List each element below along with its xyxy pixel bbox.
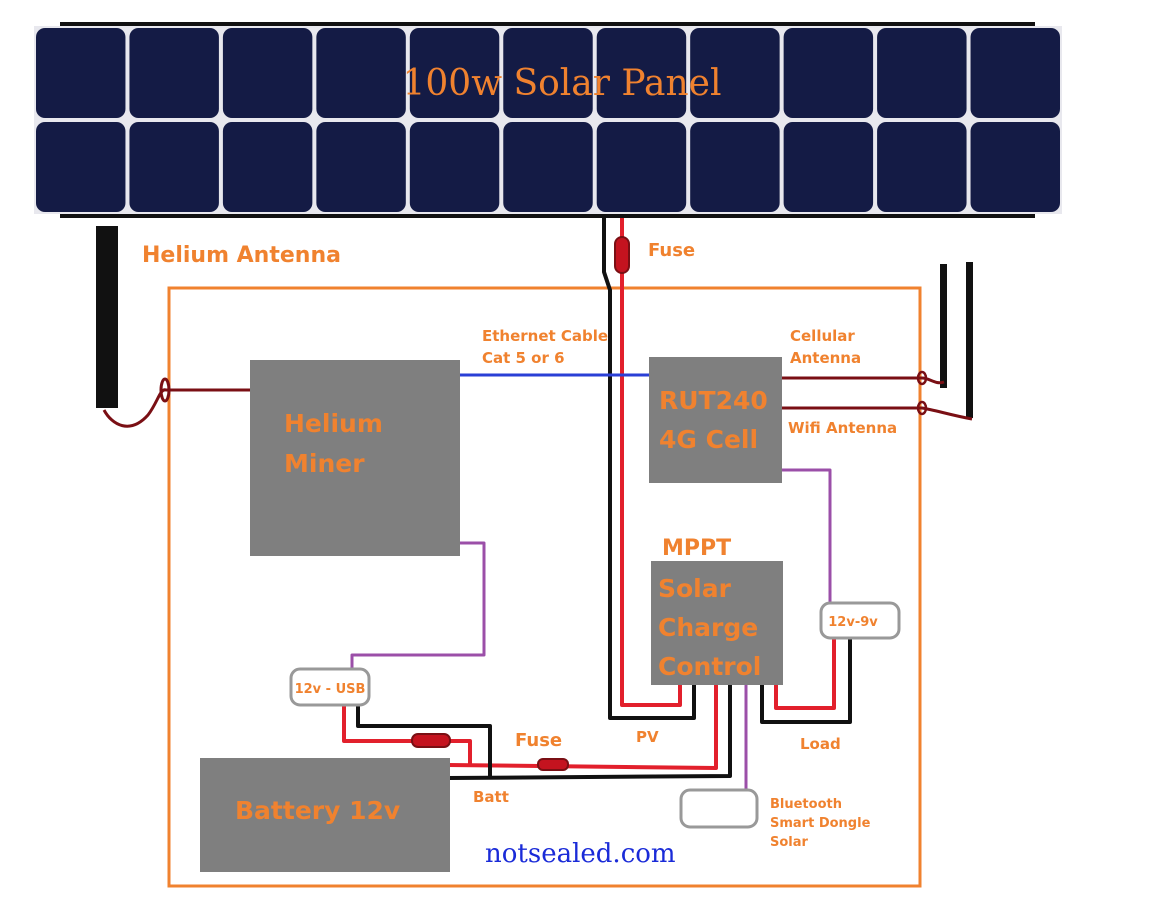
battery-label: Battery 12v: [235, 796, 400, 825]
router-label-line2: 4G Cell: [659, 425, 758, 454]
helium-antenna-mast: [96, 226, 118, 408]
usb-converter-box: [289, 667, 371, 707]
solar-cell: [503, 28, 593, 118]
ethernet-label-line1: Ethernet Cable: [482, 327, 608, 345]
panel-top-rail: [60, 22, 1035, 26]
solar-cell: [129, 28, 219, 118]
cellular-antenna-label-line1: Cellular: [790, 327, 855, 345]
panel-bottom-rail: [60, 213, 1035, 218]
wifi-antenna-connector: [916, 400, 928, 416]
wifi-antenna-mast: [966, 262, 973, 418]
solar-cell: [690, 28, 780, 118]
solar-cell: [316, 28, 406, 118]
usb-positive-wire: [342, 705, 472, 765]
pv-label: PV: [636, 728, 659, 746]
solar-cell: [596, 28, 687, 118]
buck-converter-label: 12v-9v: [828, 615, 878, 630]
helium-antenna: [96, 226, 250, 428]
watermark: notsealed.com: [485, 839, 676, 869]
pv-negative-wire: [602, 218, 696, 720]
solar-cell: [783, 28, 874, 118]
solar-cell: [222, 28, 313, 118]
load-positive-wire: [774, 638, 836, 710]
charge-controller-label-line2: Charge: [658, 613, 758, 642]
cellular-antenna-connector: [916, 370, 928, 386]
helium-miner-label-line2: Miner: [284, 449, 365, 478]
helium-miner-box: [250, 360, 460, 556]
miner-power-wire: [350, 541, 486, 670]
usb-converter-label: 12v - USB: [295, 682, 366, 697]
solar-cell: [877, 28, 967, 118]
helium-antenna-connector: [159, 377, 171, 403]
solar-cell: [877, 122, 967, 212]
bluetooth-label-line3: Solar: [770, 835, 809, 850]
batt-negative-wire: [447, 684, 732, 780]
solar-cell: [970, 122, 1060, 212]
enclosure-box: [167, 286, 922, 888]
solar-cell: [409, 122, 500, 212]
batt-label: Batt: [473, 788, 509, 806]
usb-negative-wire: [356, 705, 492, 778]
fuse-battery: [537, 758, 569, 771]
load-negative-wire: [760, 638, 852, 724]
solar-cell: [690, 122, 780, 212]
solar-cell: [36, 28, 126, 118]
wifi-antenna-label: Wifi Antenna: [788, 419, 897, 437]
router-box: [649, 357, 782, 483]
solar-cell: [222, 122, 313, 212]
panel-cells: [36, 28, 1060, 212]
router-power-wire: [782, 468, 832, 603]
solar-cell: [36, 122, 126, 212]
wires: [342, 218, 852, 790]
cellular-antenna-label-line2: Antenna: [790, 349, 861, 367]
fuse-battery-label: Fuse: [515, 730, 562, 751]
load-label: Load: [800, 735, 841, 753]
battery-box: [200, 758, 450, 872]
cellular-antenna-lead: [782, 376, 945, 385]
solar-cell: [316, 122, 406, 212]
solar-cell: [503, 122, 593, 212]
charge-controller-box: [651, 561, 783, 685]
bluetooth-label-line1: Bluetooth: [770, 797, 842, 812]
charge-controller-label-line1: Solar: [658, 574, 732, 603]
fuse-pv-label: Fuse: [648, 240, 695, 261]
buck-converter-box: [819, 601, 901, 640]
bluetooth-label-line2: Smart Dongle: [770, 816, 871, 831]
solar-cell: [129, 122, 219, 212]
helium-miner-label-line1: Helium: [284, 409, 383, 438]
pv-positive-wire: [620, 218, 682, 707]
wifi-antenna-lead: [782, 406, 973, 421]
mppt-label: MPPT: [662, 536, 731, 561]
helium-antenna-lead: [102, 388, 250, 428]
solar-cell: [970, 28, 1060, 118]
panel-title: 100w Solar Panel: [402, 63, 721, 104]
fuse-usb: [411, 733, 451, 748]
solar-cell: [783, 122, 874, 212]
fuse-pv: [614, 236, 630, 274]
helium-antenna-label: Helium Antenna: [142, 243, 341, 268]
solar-panel: 100w Solar Panel: [34, 22, 1062, 218]
charge-controller-label-line3: Control: [658, 652, 761, 681]
ethernet-label-line2: Cat 5 or 6: [482, 349, 565, 367]
solar-cell: [596, 122, 687, 212]
right-antennas: [782, 262, 973, 421]
router-label-line1: RUT240: [659, 386, 768, 415]
cellular-antenna-mast: [940, 264, 947, 388]
bluetooth-dongle-box: [679, 788, 759, 829]
solar-cell: [409, 28, 500, 118]
